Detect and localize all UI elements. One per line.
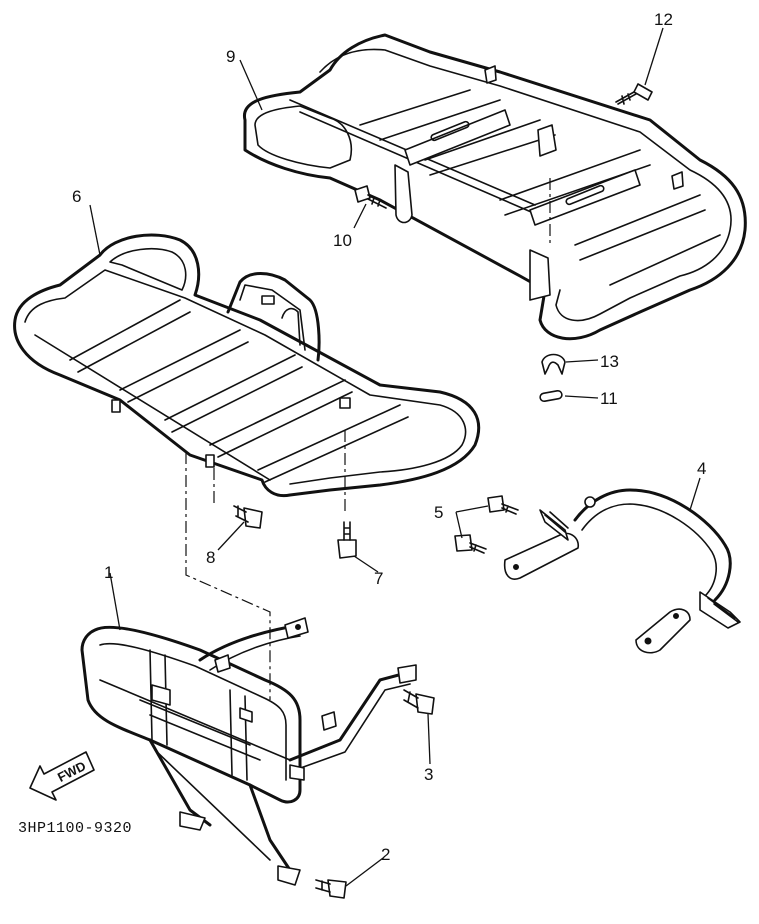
bolt-part-8 <box>233 505 263 529</box>
bolt-part-12 <box>615 83 653 105</box>
bolt-part-2 <box>315 879 347 899</box>
part-code-label: 3HP1100-9320 <box>18 820 132 837</box>
callout-13: 13 <box>600 352 619 371</box>
assembly-guide-lines <box>185 178 551 700</box>
callout-1: 1 <box>104 563 113 582</box>
bolt-part-7 <box>337 521 357 559</box>
callout-2: 2 <box>381 845 390 864</box>
bolts-part-5 <box>454 495 519 554</box>
callout-leader-lines <box>89 27 701 887</box>
callout-5: 5 <box>434 503 443 522</box>
callout-3: 3 <box>424 765 433 784</box>
plug-part-11 <box>539 389 563 403</box>
callout-7: 7 <box>374 569 383 588</box>
side-rail-part-4 <box>503 488 741 654</box>
clip-part-13 <box>541 353 566 375</box>
forward-arrow-icon: FWD <box>29 751 95 801</box>
bolt-part-10 <box>354 185 389 209</box>
callout-12: 12 <box>654 10 673 29</box>
callout-9: 9 <box>226 47 235 66</box>
callout-6: 6 <box>72 187 81 206</box>
callout-4: 4 <box>697 459 706 478</box>
callout-8: 8 <box>206 548 215 567</box>
callout-11: 11 <box>600 389 618 408</box>
bolt-part-3 <box>403 689 435 715</box>
front-carrier-part-6 <box>13 233 481 498</box>
callout-10: 10 <box>333 231 352 250</box>
front-guard-frame-part-1 <box>80 617 417 886</box>
rear-carrier-part-9 <box>243 33 747 341</box>
